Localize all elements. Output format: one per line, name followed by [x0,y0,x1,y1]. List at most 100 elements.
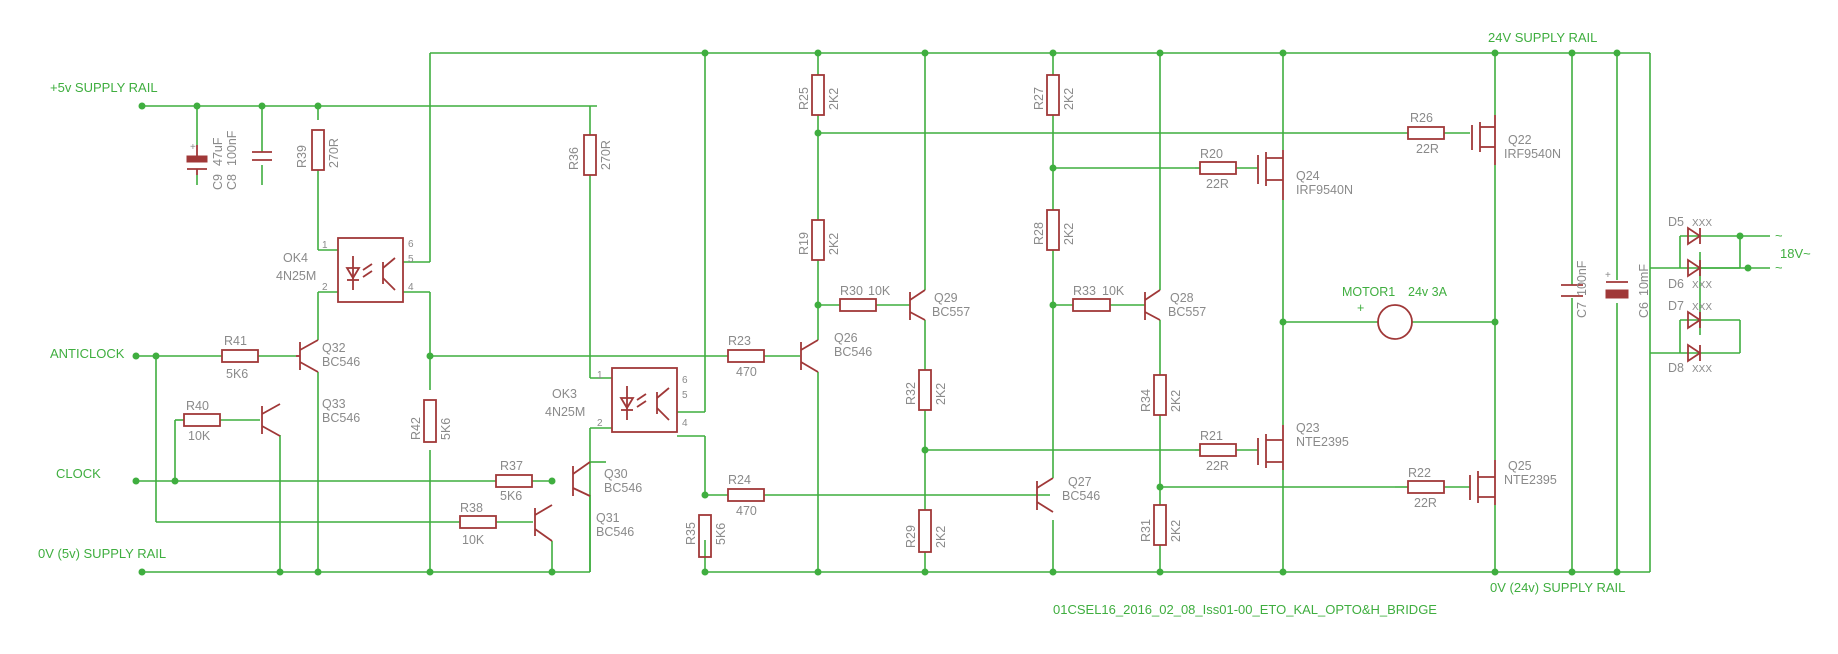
resistor-r19 [811,219,825,261]
resistor-r24 [727,488,765,502]
output-tilde-top: ~ [1775,228,1783,243]
resistor-r29 [918,509,932,553]
part-label: 10mF [1637,264,1651,296]
resistor-r22 [1407,480,1445,494]
part-label: 4 [682,418,688,429]
part-label: 10K [188,429,211,443]
resistor-r32 [918,369,932,411]
part-label: R37 [500,459,523,473]
part-label: R31 [1139,519,1153,542]
part-label: BC546 [322,411,360,425]
part-label: D8 [1668,361,1684,375]
part-label: Q24 [1296,169,1320,183]
resistor-r25 [811,74,825,116]
part-label: XXX [1692,364,1712,375]
part-label: XXX [1692,302,1712,313]
resistor-r42 [423,399,437,443]
part-label: R32 [904,382,918,405]
part-label: R36 [567,147,581,170]
resistor-r34 [1153,374,1167,416]
part-label: R21 [1200,429,1223,443]
part-label: 2 [322,282,328,293]
resistor-r39 [311,129,325,171]
part-label: Q25 [1508,459,1532,473]
part-label: BC546 [834,345,872,359]
part-label: 2 [597,418,603,429]
part-label: BC546 [322,355,360,369]
part-label: 2K2 [934,526,948,548]
mosfets [1257,115,1496,505]
part-label: 10K [1102,284,1125,298]
part-label: XXX [1692,280,1712,291]
resistor-r38 [459,515,497,529]
part-label: Q31 [596,511,620,525]
part-label: R24 [728,473,751,487]
part-label: BC546 [596,525,634,539]
optocoupler-ok3 [611,367,678,433]
rail-0v-24v-label: 0V (24v) SUPPLY RAIL [1490,580,1625,595]
part-label: 270R [599,140,613,170]
resistor-r27 [1046,74,1060,116]
resistor-r23 [727,349,765,363]
part-label: 2K2 [827,88,841,110]
part-label: 6 [408,239,414,250]
part-label: Q26 [834,331,858,345]
part-label: 5 [682,390,688,401]
part-label: 470 [736,365,757,379]
part-label: 100nF [225,130,239,166]
rail-0v-5v-label: 0V (5v) SUPPLY RAIL [38,546,166,561]
part-label: Q32 [322,341,346,355]
resistor-r30 [839,298,877,312]
part-label: 4 [408,282,414,293]
part-label: IRF9540N [1296,183,1353,197]
part-label: Q33 [322,397,346,411]
part-label: Q29 [934,291,958,305]
part-label: 6 [682,375,688,386]
part-label: NTE2395 [1296,435,1349,449]
part-label: R33 [1073,284,1096,298]
part-label: 10K [868,284,891,298]
part-label: 1 [597,370,603,381]
part-label: R27 [1032,87,1046,110]
part-label: Q23 [1296,421,1320,435]
svg-text:+: + [190,142,196,153]
part-label: 2K2 [1169,520,1183,542]
part-label: 5K6 [714,523,728,545]
part-label: R34 [1139,389,1153,412]
part-label: BC557 [1168,305,1206,319]
output-tilde-bottom: ~ [1775,260,1783,275]
part-label: IRF9540N [1504,147,1561,161]
part-label: Q22 [1508,133,1532,147]
part-label: R42 [409,417,423,440]
part-label: 22R [1416,142,1439,156]
junction-dots [132,49,1752,576]
part-label: 22R [1206,459,1229,473]
part-label: 22R [1414,496,1437,510]
part-label: 470 [736,504,757,518]
resistor-r33 [1072,298,1111,312]
part-label: D6 [1668,277,1684,291]
part-label: 2K2 [827,233,841,255]
part-label: 2K2 [1169,390,1183,412]
part-label: BC557 [932,305,970,319]
drawing-id: 01CSEL16_2016_02_08_Iss01-00_ETO_KAL_OPT… [1053,602,1437,617]
part-label: C7 [1575,302,1589,318]
motor-rating: 24v 3A [1408,285,1448,299]
part-label: R38 [460,501,483,515]
part-label: R26 [1410,111,1433,125]
labels: 24V SUPPLY RAIL +5v SUPPLY RAIL 0V (5v) … [38,30,1811,617]
part-label: 1 [322,240,328,251]
resistor-r37 [495,474,533,488]
resistor-r20 [1199,161,1237,175]
wires [136,52,1770,573]
bjt-transistors [261,289,1161,542]
capacitor-c6-plate [1605,289,1629,299]
input-clock-label: CLOCK [56,466,101,481]
resistor-r31 [1153,504,1167,546]
resistor-r40 [183,413,221,427]
part-label: BC546 [604,481,642,495]
part-label: Q30 [604,467,628,481]
part-label: D7 [1668,299,1684,313]
part-label: 5K6 [226,367,248,381]
resistor-r36 [583,134,597,176]
